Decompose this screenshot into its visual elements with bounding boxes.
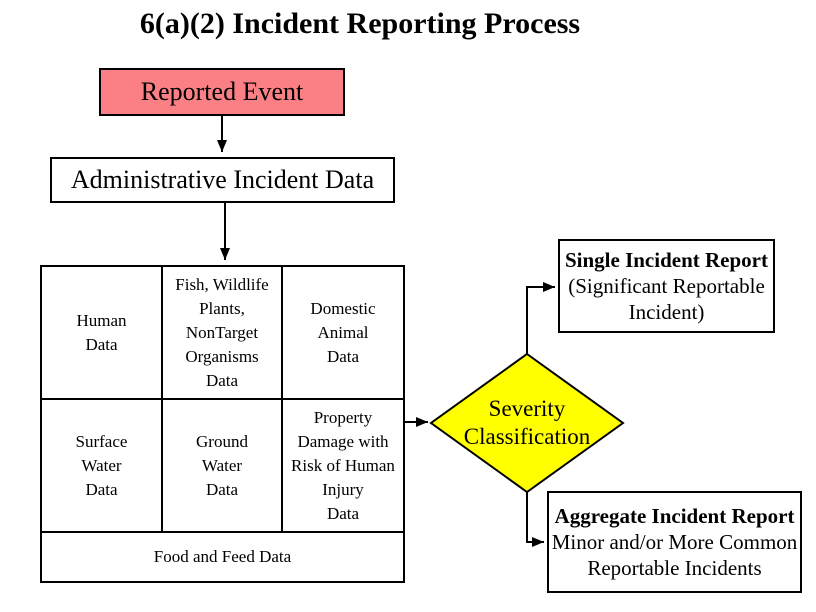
aggregate-incident-report-body: Minor and/or More Common Reportable Inci… <box>551 530 798 580</box>
grid-cell-human-data: Human Data <box>42 267 163 400</box>
severity-decision-diamond <box>429 352 625 494</box>
reported-event-label: Reported Event <box>140 77 304 106</box>
severity-classification-label: Severity Classification <box>463 396 591 449</box>
grid-cell-ground-water-data: Ground Water Data <box>163 400 283 533</box>
grid-cell-domestic-animal-data: Domestic Animal Data <box>283 267 403 400</box>
single-incident-report-heading: Single Incident Report <box>564 248 768 272</box>
node-single-incident-report: Single Incident Report (Significant Repo… <box>558 239 775 333</box>
node-administrative-incident-data: Administrative Incident Data <box>50 157 395 203</box>
page-title: 6(a)(2) Incident Reporting Process <box>139 7 581 40</box>
single-incident-report-body: (Significant Reportable Incident) <box>568 274 765 324</box>
arrow-severity-to-aggregate-report <box>526 492 544 547</box>
arrow-severity-to-single-report <box>526 282 555 354</box>
incident-data-grid: Human Data Fish, Wildlife Plants, NonTar… <box>40 265 405 583</box>
node-reported-event: Reported Event <box>99 68 345 116</box>
node-aggregate-incident-report: Aggregate Incident Report Minor and/or M… <box>547 491 802 593</box>
grid-cell-fish-wildlife-data: Fish, Wildlife Plants, NonTarget Organis… <box>163 267 283 400</box>
grid-cell-property-damage-data: Property Damage with Risk of Human Injur… <box>283 400 403 533</box>
grid-cell-surface-water-data: Surface Water Data <box>42 400 163 533</box>
administrative-incident-data-label: Administrative Incident Data <box>70 165 375 194</box>
aggregate-incident-report-heading: Aggregate Incident Report <box>554 504 795 528</box>
grid-cell-food-and-feed-data: Food and Feed Data <box>153 547 292 566</box>
